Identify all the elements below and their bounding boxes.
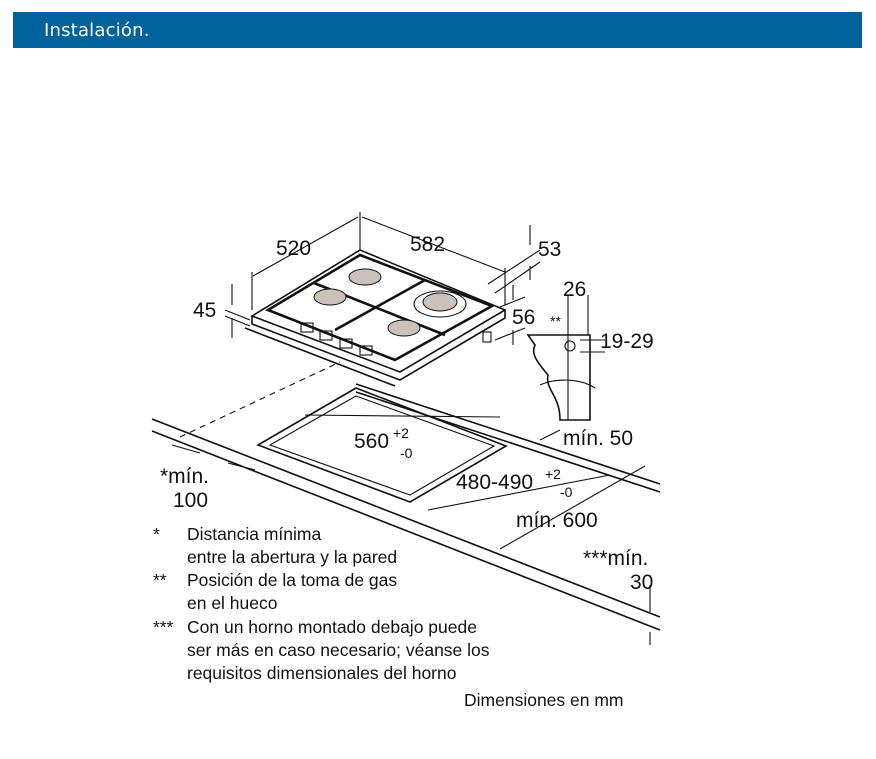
note-3-mark: *** bbox=[153, 617, 174, 637]
note-1-line-1: Distancia mínima bbox=[187, 524, 321, 544]
diagram-stroke bbox=[387, 319, 421, 337]
diagram-stroke bbox=[427, 474, 611, 511]
section-header: Instalación. bbox=[13, 12, 862, 48]
diagram-stroke bbox=[319, 330, 333, 341]
note-1-line-2: entre la abertura y la pared bbox=[187, 547, 397, 567]
note-1-mark: * bbox=[153, 524, 160, 544]
diagram-stroke bbox=[227, 462, 256, 471]
diagram-stroke bbox=[224, 309, 251, 321]
diagram-stroke bbox=[499, 465, 646, 550]
diagram-stroke bbox=[355, 383, 661, 485]
diagram-stroke bbox=[348, 268, 382, 286]
note-3-line-1: Con un horno montado debajo puede bbox=[187, 617, 477, 637]
diagram-stroke bbox=[494, 261, 541, 294]
dim-582: 582 bbox=[410, 233, 445, 256]
dim-min-50: mín. 50 bbox=[563, 427, 633, 450]
diagram-stroke bbox=[339, 338, 353, 349]
diagram-stroke bbox=[256, 387, 508, 503]
dim-560: 560 bbox=[354, 430, 389, 453]
note-2-line-2: en el hueco bbox=[187, 593, 278, 613]
dim-min-100-label: *mín. bbox=[160, 465, 209, 488]
dim-19-29: 19-29 bbox=[600, 330, 654, 353]
diagram-stroke bbox=[526, 334, 591, 421]
diagram-stroke bbox=[252, 216, 359, 277]
dim-480-490-tol-plus: +2 bbox=[545, 466, 561, 482]
diagram-stroke bbox=[268, 395, 496, 496]
dimension-lines bbox=[171, 212, 651, 645]
diagram-stroke bbox=[151, 430, 661, 631]
diagram-stroke bbox=[265, 253, 496, 362]
dim-53: 53 bbox=[538, 238, 561, 261]
diagram-stroke bbox=[361, 216, 506, 273]
gas-hob bbox=[244, 249, 507, 387]
note-3-line-3: requisitos dimensionales del horno bbox=[187, 663, 456, 683]
units-note: Dimensiones en mm bbox=[464, 690, 624, 710]
diagram-stroke bbox=[300, 322, 314, 333]
diagram-stroke bbox=[539, 429, 561, 441]
diagram-stroke bbox=[244, 327, 396, 387]
diagram-stroke bbox=[422, 292, 458, 312]
dim-560-tol-plus: +2 bbox=[393, 425, 409, 441]
dim-26: 26 bbox=[563, 278, 586, 301]
diagram-stroke bbox=[499, 296, 526, 308]
footnotes: * Distancia mínima entre la abertura y l… bbox=[153, 524, 490, 683]
gas-connection-detail bbox=[526, 295, 605, 421]
dim-560-tol-minus: -0 bbox=[400, 445, 413, 461]
section-title: Instalación. bbox=[44, 20, 150, 41]
diagram-stroke bbox=[359, 345, 373, 356]
note-3-line-2: ser más en caso necesario; véanse los bbox=[187, 640, 490, 660]
diagram-stroke bbox=[250, 249, 507, 373]
dim-min-30-value: 30 bbox=[630, 571, 653, 594]
diagram-stroke bbox=[539, 379, 596, 389]
diagram-stroke bbox=[251, 310, 506, 381]
dim-min-30-label: ***mín. bbox=[583, 547, 648, 570]
diagram-stroke bbox=[334, 278, 426, 332]
diagram-stroke bbox=[304, 414, 501, 418]
diagram-stroke bbox=[151, 418, 661, 618]
note-2-line-1: Posición de la toma de gas bbox=[187, 570, 397, 590]
diagram-stroke bbox=[171, 444, 201, 454]
gas-position-marker: ** bbox=[550, 313, 561, 329]
dim-520: 520 bbox=[276, 237, 311, 260]
dashed-guide bbox=[179, 361, 341, 438]
diagram-stroke bbox=[224, 315, 251, 327]
dim-min-600: mín. 600 bbox=[516, 509, 598, 532]
dim-56: 56 bbox=[512, 306, 535, 329]
dim-480-490: 480-490 bbox=[456, 471, 533, 494]
diagram-stroke bbox=[413, 290, 467, 318]
diagram-stroke bbox=[487, 249, 541, 285]
cutout-opening bbox=[256, 387, 508, 503]
dim-45: 45 bbox=[193, 299, 216, 322]
diagram-stroke bbox=[494, 327, 526, 341]
diagram-stroke bbox=[564, 340, 576, 352]
diagram-stroke bbox=[313, 288, 347, 306]
control-knobs bbox=[300, 322, 373, 356]
dim-min-100-value: 100 bbox=[173, 489, 208, 512]
note-2-mark: ** bbox=[153, 570, 167, 590]
diagram-stroke bbox=[482, 331, 492, 343]
dim-480-490-tol-minus: -0 bbox=[560, 484, 573, 500]
